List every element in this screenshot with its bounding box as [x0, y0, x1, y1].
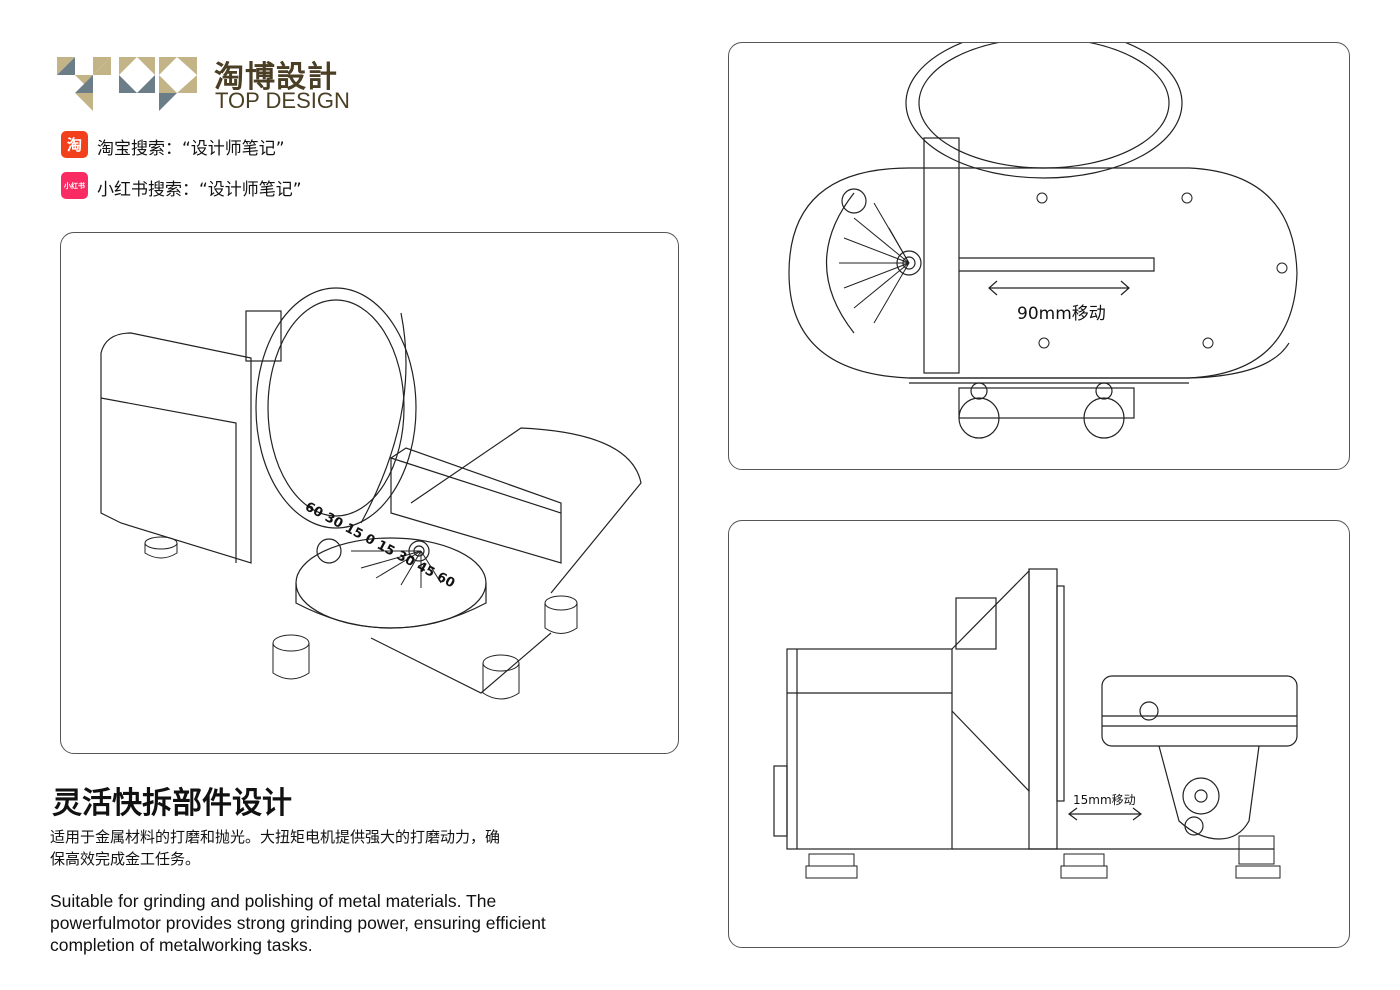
xiaohongshu-search-text: 小红书搜索：“设计师笔记” [97, 180, 302, 200]
travel-90mm-label: 90mm移动 [1017, 304, 1106, 324]
section-title: 灵活快拆部件设计 [52, 786, 292, 821]
logo-english-text: TOP DESIGN [215, 88, 350, 113]
travel-15mm-label: 15mm移动 [1073, 793, 1136, 807]
top-view-panel: 90mm移动 [728, 42, 1350, 470]
taobao-search-text: 淘宝搜索：“设计师笔记” [97, 139, 285, 159]
side-view-panel: 15mm移动 [728, 520, 1350, 948]
isometric-sander-drawing [100, 287, 642, 700]
taobao-icon: 淘 [61, 131, 88, 158]
logo-chinese-text: 淘博設計 [214, 60, 338, 95]
description-english: Suitable for grinding and polishing of m… [50, 891, 546, 955]
top-view-drawing [788, 43, 1298, 439]
side-view-drawing [773, 568, 1298, 879]
description-chinese: 适用于金属材料的打磨和抛光。大扭矩电机提供强大的打磨动力，确保高效完成金工任务。 [50, 828, 501, 868]
top-design-logo-mark [57, 57, 197, 111]
xiaohongshu-icon: 小红书 [61, 172, 88, 199]
isometric-view-panel: 60 30 15 0 15 30 45 60 [60, 232, 679, 754]
